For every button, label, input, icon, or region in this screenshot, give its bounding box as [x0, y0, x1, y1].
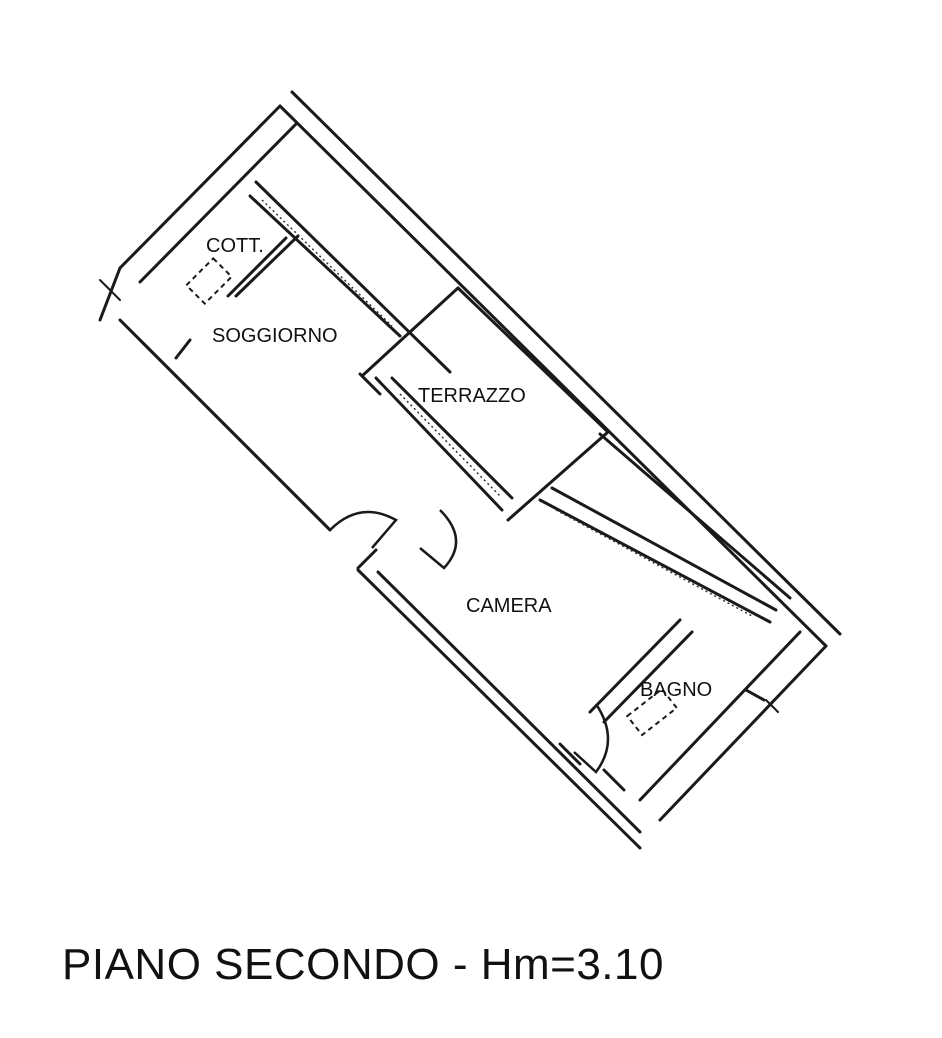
room-label-camera: CAMERA — [466, 595, 552, 617]
camera-door — [419, 509, 458, 570]
doors — [329, 509, 610, 774]
shower-fixture — [625, 687, 679, 737]
entrance-door — [329, 510, 398, 549]
camera-walls — [538, 432, 792, 792]
outer-walls — [98, 90, 842, 850]
balcony-band — [248, 180, 452, 374]
room-label-terrazzo: TERRAZZO — [418, 385, 526, 407]
room-label-soggiorno: SOGGIORNO — [212, 325, 338, 347]
terrazzo-walls — [358, 286, 610, 522]
fixtures — [184, 256, 679, 737]
room-label-bagno: BAGNO — [640, 679, 712, 701]
stove-fixture — [184, 256, 234, 306]
cott-partition — [174, 234, 300, 360]
plan-caption: PIANO SECONDO - Hm=3.10 — [62, 940, 664, 989]
room-label-cott: COTT. — [206, 235, 264, 257]
bagno-door — [573, 703, 610, 774]
